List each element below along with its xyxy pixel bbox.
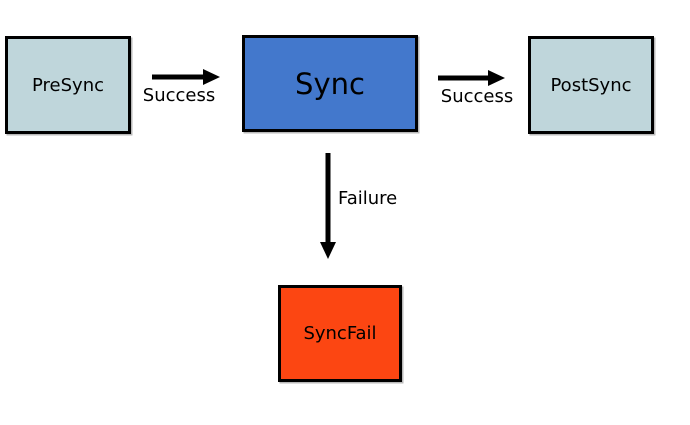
arrow-presync-to-sync-icon <box>152 69 220 85</box>
node-syncfail: SyncFail <box>278 285 402 382</box>
edge-label-success-sync-postsync: Success <box>440 86 514 107</box>
node-presync: PreSync <box>5 36 131 134</box>
edge-label-failure-sync-syncfail: Failure <box>338 188 398 209</box>
node-syncfail-label: SyncFail <box>303 323 377 344</box>
node-sync-label: Sync <box>295 66 365 101</box>
node-postsync: PostSync <box>528 36 654 134</box>
node-postsync-label: PostSync <box>550 74 632 96</box>
edge-label-success-presync-sync: Success <box>142 85 216 106</box>
node-sync: Sync <box>242 35 418 132</box>
node-presync-label: PreSync <box>32 74 104 96</box>
arrow-sync-to-postsync-icon <box>438 70 505 86</box>
arrow-sync-to-syncfail-icon <box>320 153 336 259</box>
